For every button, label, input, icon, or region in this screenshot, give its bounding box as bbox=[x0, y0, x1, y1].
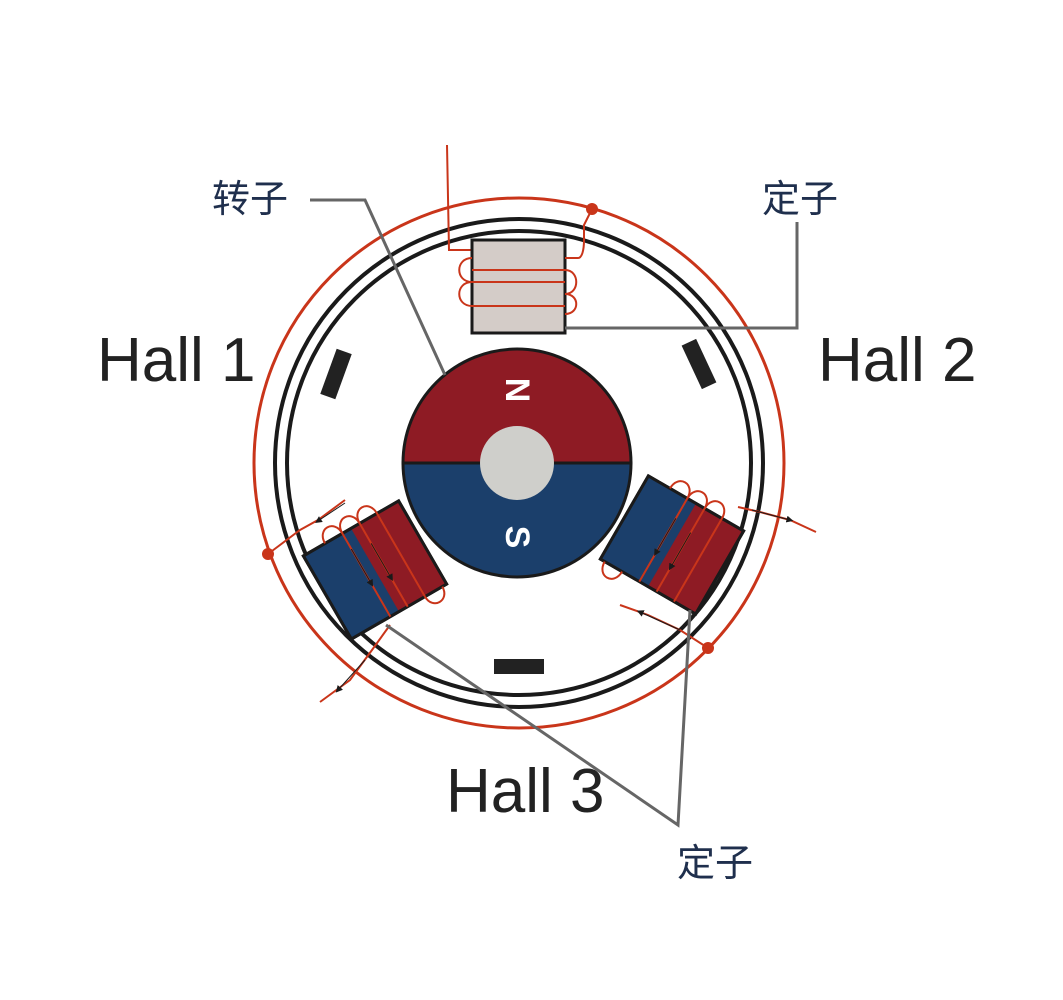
outer-wire-ring bbox=[252, 196, 786, 730]
stator-top-label: 定子 bbox=[762, 177, 838, 221]
stator-ring-inner bbox=[285, 229, 753, 697]
south-pole-label: S bbox=[498, 526, 536, 549]
stator-top-leader-line bbox=[565, 222, 799, 330]
north-pole-label: N bbox=[498, 378, 536, 403]
hall-sensor-2 bbox=[681, 338, 717, 390]
rotor-south-half bbox=[401, 461, 633, 579]
hall-1-label: Hall 1 bbox=[97, 326, 256, 395]
stator-coil-left bbox=[301, 498, 449, 642]
rotor-leader-line bbox=[310, 198, 447, 376]
stator-bottom-leader-line bbox=[385, 609, 692, 828]
rotor-label: 转子 bbox=[212, 177, 288, 221]
rotor-shaft bbox=[480, 426, 554, 500]
stator-coil-right bbox=[598, 473, 746, 617]
rotor-magnet: N S bbox=[401, 347, 633, 579]
hall-3-label: Hall 3 bbox=[446, 757, 605, 826]
top-lead-wire bbox=[446, 144, 472, 251]
left-coil-wire-in bbox=[267, 499, 346, 555]
hall-sensor-3 bbox=[494, 659, 544, 674]
rotor-north-half bbox=[401, 347, 633, 465]
stator-bottom-label: 定子 bbox=[677, 841, 753, 885]
stator-ring-outer bbox=[273, 217, 765, 709]
stator-coil-top bbox=[458, 208, 593, 335]
hall-2-label: Hall 2 bbox=[818, 326, 977, 395]
hall-sensor-1 bbox=[320, 348, 352, 400]
